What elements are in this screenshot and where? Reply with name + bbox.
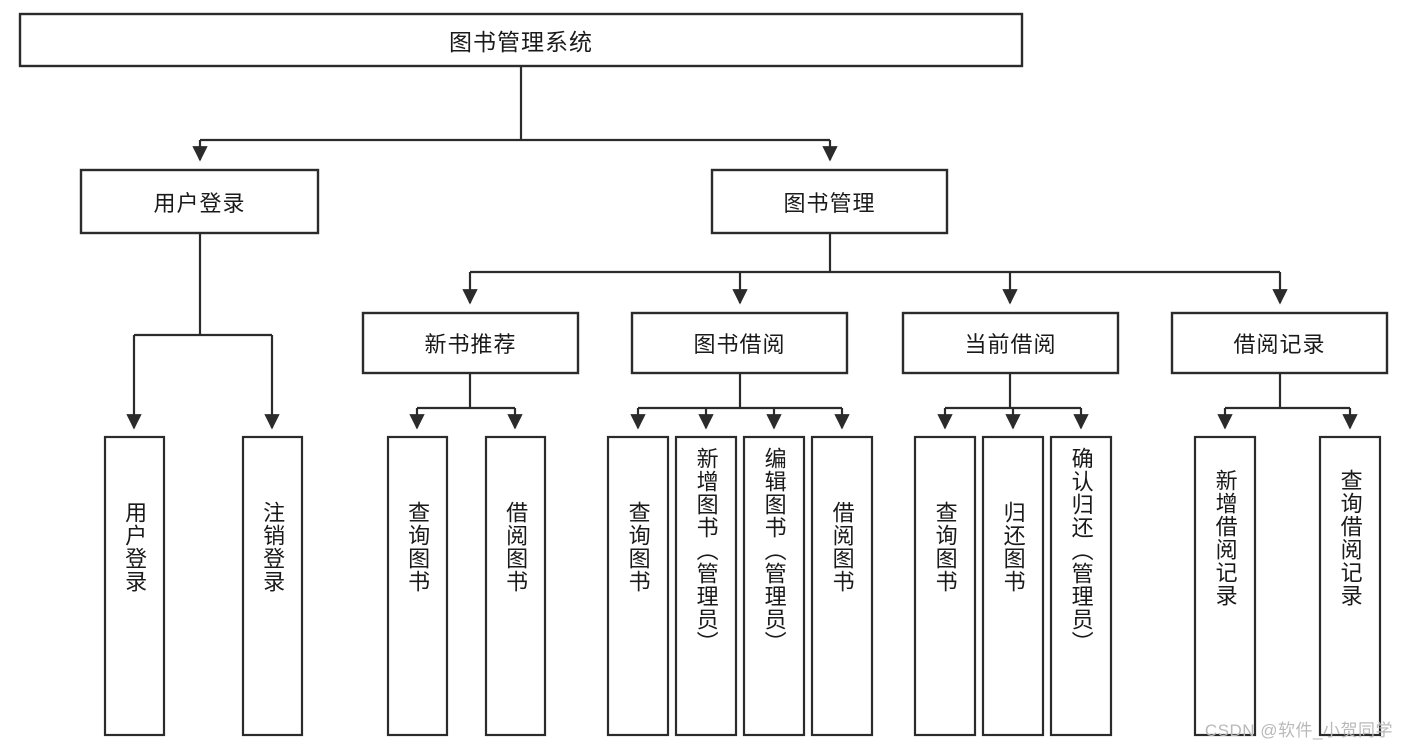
node-leaf-user-login[interactable] [103, 435, 166, 737]
node-leaf-query-record[interactable] [1318, 435, 1382, 737]
connector-bookmgmt-to-level3 [462, 233, 1288, 305]
node-leaf-borrow-book-1[interactable] [484, 435, 547, 737]
node-leaf-logout-login[interactable] [241, 435, 304, 737]
node-borrow-record[interactable] [1170, 311, 1389, 375]
node-new-book-recommend[interactable] [361, 311, 580, 375]
node-leaf-add-book[interactable] [674, 435, 738, 737]
node-root[interactable] [18, 12, 1024, 68]
connector-currentborrow-to-leaves [937, 373, 1089, 430]
connector-borrowrecord-to-leaves [1217, 373, 1358, 430]
node-book-management[interactable] [710, 168, 949, 235]
connector-userlogin-to-leaves [126, 233, 280, 430]
node-user-login[interactable] [79, 168, 320, 235]
node-leaf-query-book-2[interactable] [606, 435, 670, 737]
node-leaf-query-book-1[interactable] [386, 435, 449, 737]
connector-newbook-to-leaves [409, 373, 523, 430]
node-leaf-confirm-return[interactable] [1049, 435, 1113, 737]
connector-bookborrow-to-leaves [630, 373, 850, 430]
node-leaf-query-book-3[interactable] [913, 435, 977, 737]
node-leaf-add-record[interactable] [1193, 435, 1257, 737]
node-current-borrow[interactable] [901, 311, 1120, 375]
node-leaf-edit-book[interactable] [742, 435, 806, 737]
node-leaf-return-book[interactable] [981, 435, 1045, 737]
node-leaf-borrow-book-2[interactable] [810, 435, 874, 737]
node-book-borrow[interactable] [630, 311, 849, 375]
connector-root-to-level2 [192, 66, 838, 162]
